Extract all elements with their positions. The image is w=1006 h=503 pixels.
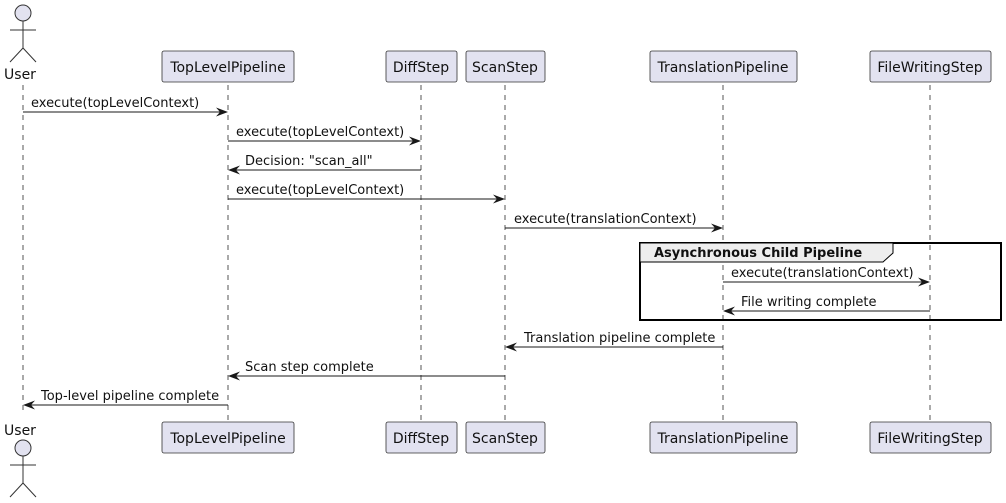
message-9: Scan step complete <box>228 360 505 381</box>
participant-box <box>869 50 992 83</box>
participant-box <box>161 50 295 83</box>
participant-box <box>465 421 546 454</box>
participant-diffstep-bottom: DiffStep <box>385 421 458 454</box>
participant-label: DiffStep <box>393 431 449 447</box>
arrowhead-icon <box>228 165 240 175</box>
participant-translationpipeline-top: TranslationPipeline <box>649 50 798 83</box>
message-1: execute(topLevelContext) <box>23 96 228 117</box>
participant-diffstep-top: DiffStep <box>385 50 458 83</box>
group-frame-async-child-pipeline: Asynchronous Child Pipeline <box>639 242 1002 321</box>
participant-label: TopLevelPipeline <box>169 60 285 76</box>
message-5: execute(translationContext) <box>505 212 723 233</box>
participant-label: TranslationPipeline <box>656 431 788 447</box>
message-label: Decision: "scan_all" <box>245 154 373 169</box>
actor-label: User <box>4 67 36 83</box>
actor-left-leg <box>9 482 24 498</box>
actor-user-bottom: User <box>4 423 37 498</box>
participant-label: TranslationPipeline <box>656 60 788 76</box>
actor-head-icon <box>14 439 32 457</box>
arrowhead-icon <box>493 194 505 204</box>
participant-label: FileWritingStep <box>877 431 982 447</box>
message-label: execute(translationContext) <box>514 212 697 227</box>
participant-box <box>869 421 992 454</box>
participant-translationpipeline-bottom: TranslationPipeline <box>649 421 798 454</box>
message-label: Top-level pipeline complete <box>40 389 219 404</box>
message-2: execute(topLevelContext) <box>228 125 421 146</box>
arrowhead-icon <box>228 371 240 381</box>
participant-box <box>465 50 546 83</box>
message-6: execute(translationContext) <box>723 266 930 287</box>
arrowhead-icon <box>711 223 723 233</box>
arrowhead-icon <box>216 107 228 117</box>
group-frame-title: Asynchronous Child Pipeline <box>654 246 862 261</box>
message-label: Scan step complete <box>245 360 374 375</box>
actor-right-leg <box>22 482 37 498</box>
group-frame-tab <box>639 242 894 263</box>
actor-left-leg <box>9 47 24 63</box>
arrowhead-icon <box>23 400 35 410</box>
message-10: Top-level pipeline complete <box>23 389 228 410</box>
participant-toplevelpipeline-bottom: TopLevelPipeline <box>161 421 295 454</box>
actor-label: User <box>4 423 36 439</box>
message-4: execute(topLevelContext) <box>228 183 505 204</box>
message-label: execute(topLevelContext) <box>236 125 404 140</box>
arrowhead-icon <box>918 277 930 287</box>
message-label: File writing complete <box>741 295 877 310</box>
participant-label: ScanStep <box>472 431 538 447</box>
actor-right-leg <box>22 47 37 63</box>
participant-toplevelpipeline-top: TopLevelPipeline <box>161 50 295 83</box>
participant-box <box>649 50 798 83</box>
participant-label: DiffStep <box>393 60 449 76</box>
participant-box <box>161 421 295 454</box>
actor-head-icon <box>14 4 32 22</box>
participant-label: TopLevelPipeline <box>169 431 285 447</box>
participant-label: ScanStep <box>472 60 538 76</box>
participant-filewritingstep-top: FileWritingStep <box>869 50 992 83</box>
arrowhead-icon <box>723 306 735 316</box>
participant-box <box>385 50 458 83</box>
message-3: Decision: "scan_all" <box>228 154 421 175</box>
message-label: execute(topLevelContext) <box>236 183 404 198</box>
participant-filewritingstep-bottom: FileWritingStep <box>869 421 992 454</box>
participant-box <box>649 421 798 454</box>
message-8: Translation pipeline complete <box>505 331 723 352</box>
message-label: Translation pipeline complete <box>523 331 715 346</box>
participant-box <box>385 421 458 454</box>
arrowhead-icon <box>505 342 517 352</box>
arrowhead-icon <box>409 136 421 146</box>
message-label: execute(topLevelContext) <box>31 96 199 111</box>
actor-user-top: User <box>4 4 37 83</box>
participant-scanstep-top: ScanStep <box>465 50 546 83</box>
message-label: execute(translationContext) <box>731 266 914 281</box>
participant-label: FileWritingStep <box>877 60 982 76</box>
participant-scanstep-bottom: ScanStep <box>465 421 546 454</box>
message-7: File writing complete <box>723 295 930 316</box>
